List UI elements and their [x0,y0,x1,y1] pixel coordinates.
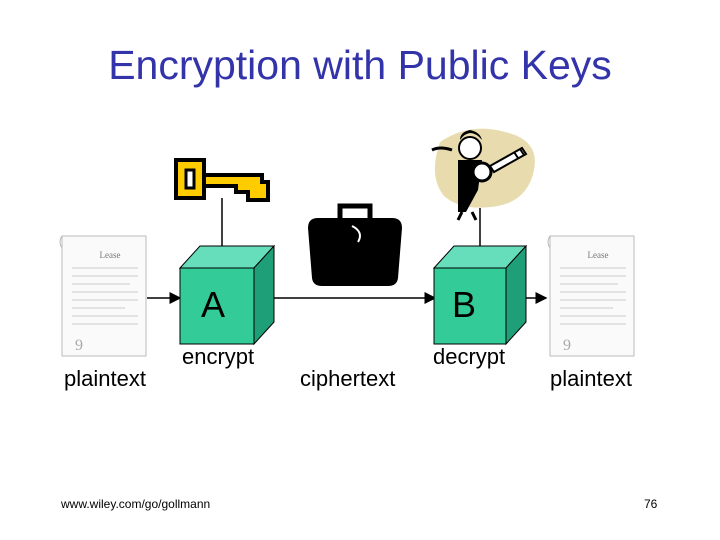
key-icon [174,158,270,202]
ciphertext-label: ciphertext [300,366,396,391]
person-with-keys-icon [431,128,535,221]
page-number: 76 [644,497,658,511]
decrypt-box [432,244,528,346]
encrypt-box [178,244,276,346]
svg-text:9: 9 [563,337,571,354]
footer-url: www.wiley.com/go/gollmann [61,497,211,511]
briefcase-icon [308,203,402,286]
slide-title: Encryption with Public Keys [108,42,612,88]
svg-text:9: 9 [75,337,83,354]
encrypt-box-letter: A [201,284,226,325]
left-doc-heading: Lease [100,250,121,260]
right-plaintext-label: plaintext [550,366,632,391]
right-document-icon: Lease 9 [547,235,635,357]
encrypt-label: encrypt [182,344,255,369]
decrypt-label: decrypt [433,344,506,369]
right-doc-heading: Lease [588,250,609,260]
decrypt-box-letter: B [452,284,477,325]
left-document-icon: Lease 9 [59,235,147,357]
left-plaintext-label: plaintext [64,366,146,391]
